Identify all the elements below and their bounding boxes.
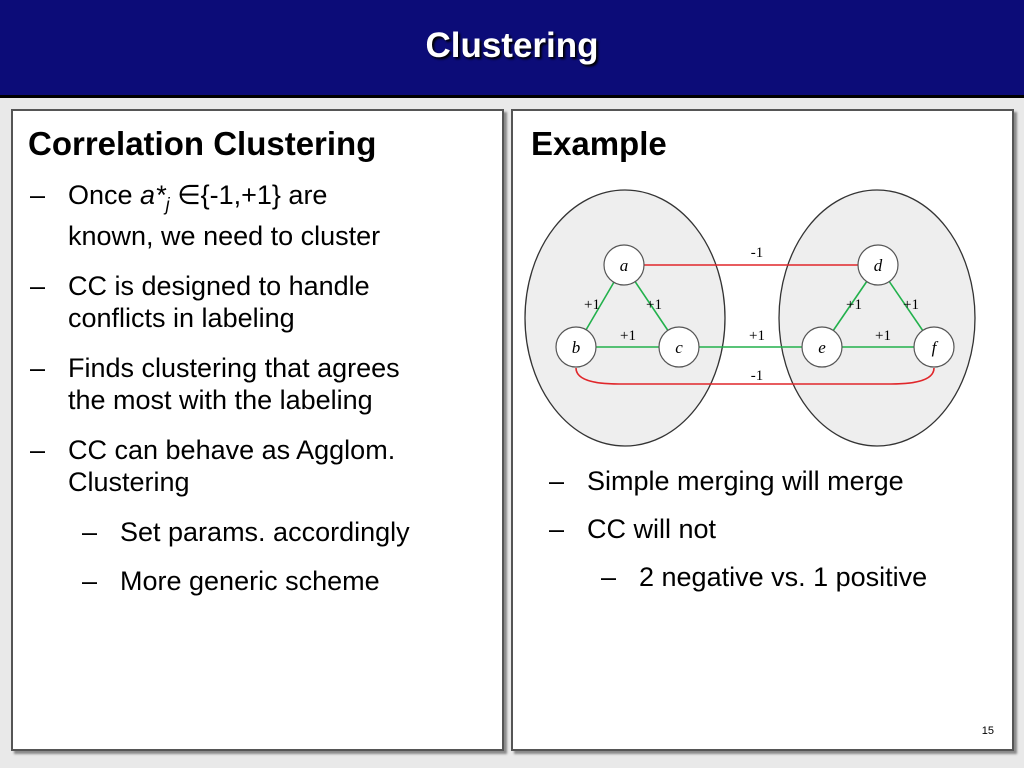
bullet-text: More generic scheme <box>120 566 380 597</box>
bullet-text: the most with the labeling <box>68 385 373 416</box>
bullet-item: – CC can behave as Agglom. Clustering <box>30 434 500 498</box>
bullet-dash: – <box>549 514 565 544</box>
bullet-dash: – <box>30 180 46 210</box>
bullet-item: – CC will not <box>549 513 1009 545</box>
node-label: b <box>572 338 581 357</box>
sub-bullet-item: – 2 negative vs. 1 positive <box>549 561 1009 593</box>
bullet-text: conflicts in labeling <box>68 303 295 334</box>
page-number: 15 <box>981 725 994 737</box>
node-a: a <box>603 244 645 286</box>
node-label: f <box>932 338 939 357</box>
weight-label-a-b: +1 <box>584 297 600 313</box>
bullet-text: Clustering <box>68 467 190 498</box>
sub-bullet-item: – Set params. accordingly <box>30 516 500 548</box>
math-subscript: j <box>165 194 170 215</box>
cluster-ellipse-left <box>524 189 726 447</box>
bullet-text: 2 negative vs. 1 positive <box>639 562 928 592</box>
node-d: d <box>857 244 899 286</box>
bullet-item: – Simple merging will merge <box>549 465 1009 497</box>
node-e: e <box>801 326 843 368</box>
right-heading: Example <box>531 125 667 162</box>
left-panel: Correlation Clustering – Once a*j ∈{-1,+… <box>11 109 504 751</box>
left-heading: Correlation Clustering <box>28 125 377 162</box>
node-c: c <box>658 326 700 368</box>
node-label: d <box>874 256 883 275</box>
weight-label-a-c: +1 <box>646 297 662 313</box>
bullet-text: ∈{-1,+1} are <box>169 180 328 210</box>
weight-label-c-e: +1 <box>749 328 765 344</box>
edge-b-f <box>575 367 935 385</box>
right-panel: Example -1 +1 +1 +1 +1 +1 +1 +1 -1 a b <box>511 109 1014 751</box>
weight-label-b-f: -1 <box>751 368 764 384</box>
slide-title: Clustering <box>425 26 599 65</box>
bullet-text: CC can behave as Agglom. <box>68 435 396 466</box>
bullet-dash: – <box>82 517 98 548</box>
weight-label-b-c: +1 <box>620 328 636 344</box>
bullet-line: Once a*j ∈{-1,+1} are <box>68 180 328 214</box>
bullet-text: CC is designed to handle <box>68 271 370 302</box>
bullet-dash: – <box>82 566 98 597</box>
weight-label-d-f: +1 <box>903 297 919 313</box>
math-variable: a* <box>140 180 166 210</box>
node-label: e <box>818 338 826 357</box>
bullet-item: – CC is designed to handle conflicts in … <box>30 270 500 334</box>
bullet-text: Set params. accordingly <box>120 517 410 548</box>
bullet-text: Finds clustering that agrees <box>68 353 400 384</box>
left-bullet-list: – Once a*j ∈{-1,+1} are known, we need t… <box>30 179 500 614</box>
bullet-dash: – <box>549 466 565 496</box>
bullet-item: – Once a*j ∈{-1,+1} are known, we need t… <box>30 179 500 252</box>
bullet-item: – Finds clustering that agrees the most … <box>30 352 500 416</box>
bullet-text: Simple merging will merge <box>587 466 904 496</box>
weight-label-d-e: +1 <box>846 297 862 313</box>
bullet-dash: – <box>30 271 46 302</box>
cc-graph-diagram: -1 +1 +1 +1 +1 +1 +1 +1 -1 a b c d e <box>524 189 976 447</box>
node-b: b <box>555 326 597 368</box>
bullet-dash: – <box>601 562 617 592</box>
title-bar: Clustering <box>0 0 1024 98</box>
right-bullet-list: – Simple merging will merge – CC will no… <box>549 465 1009 610</box>
bullet-text: known, we need to cluster <box>68 221 381 252</box>
cluster-ellipse-right <box>778 189 976 447</box>
bullet-text: CC will not <box>587 514 717 544</box>
bullet-text: Once <box>68 180 141 210</box>
weight-label-a-d: -1 <box>751 245 764 261</box>
weight-label-e-f: +1 <box>875 328 891 344</box>
sub-bullet-item: – More generic scheme <box>30 565 500 597</box>
node-label: c <box>675 338 683 357</box>
bullet-dash: – <box>30 435 46 466</box>
bullet-dash: – <box>30 353 46 384</box>
node-label: a <box>620 256 629 275</box>
node-f: f <box>913 326 955 368</box>
